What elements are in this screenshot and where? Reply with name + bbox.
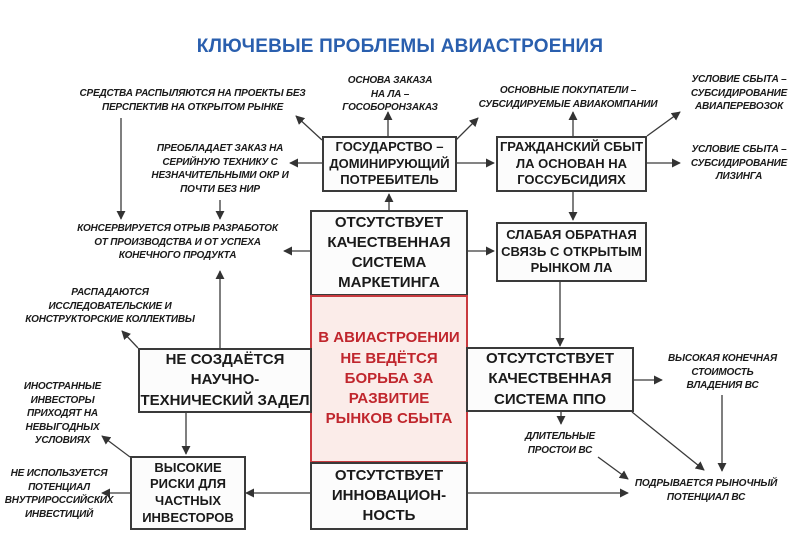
box-no-ppo-system: ОТСУТСТСТВУЕТ КАЧЕСТВЕННАЯ СИСТЕМА ППО [466,347,634,412]
box-civil-sales-subsidies: ГРАЖДАНСКИЙ СБЫТ ЛА ОСНОВАН НА ГОССУБСИД… [496,136,647,192]
note-main-buyers: ОСНОВНЫЕ ПОКУПАТЕЛИ – СУБСИДИРУЕМЫЕ АВИА… [478,85,658,110]
arrow-state-to-funds [295,115,323,141]
arrow-downtime-to-market [597,456,629,480]
arrow-rnd-to-teams [121,330,139,349]
arrow-state-to-buyers [455,117,479,141]
note-domestic-potential: НЕ ИСПОЛЬЗУЕТСЯ ПОТЕНЦИАЛ ВНУТРИРОССИЙСК… [4,468,114,520]
note-order-basis: ОСНОВА ЗАКАЗА НА ЛА – ГОСОБОРОНЗАКАЗ [342,75,438,113]
note-gap-preserved: КОНСЕРВИРУЕТСЯ ОТРЫВ РАЗРАБОТОК ОТ ПРОИЗ… [77,223,278,261]
note-serial-orders: ПРЕОБЛАДАЕТ ЗАКАЗ НА СЕРИЙНУЮ ТЕХНИКУ С … [151,143,289,195]
box-high-investor-risks: ВЫСОКИЕ РИСКИ ДЛЯ ЧАСТНЫХ ИНВЕСТОРОВ [130,456,246,530]
note-teams-collapse: РАСПАДАЮТСЯ ИССЛЕДОВАТЕЛЬСКИЕ И КОНСТРУК… [25,287,195,325]
arrow-civil-to-transport [646,111,681,137]
arrow-risks-to-foreign [101,435,131,458]
note-funds-dispersed: СРЕДСТВА РАСПЫЛЯЮТСЯ НА ПРОЕКТЫ БЕЗ ПЕРС… [79,88,306,113]
note-long-downtime: ДЛИТЕЛЬНЫЕ ПРОСТОИ ВС [524,431,596,456]
box-no-innovation: ОТСУТСТВУЕТ ИННОВАЦИОН- НОСТЬ [310,462,468,530]
note-sales-condition-transport: УСЛОВИЕ СБЫТА – СУБСИДИРОВАНИЕ АВИАПЕРЕВ… [690,74,788,112]
box-state-dominant-consumer: ГОСУДАРСТВО – ДОМИНИРУЮЩИЙ ПОТРЕБИТЕЛЬ [322,136,457,192]
box-core-problem: В АВИАСТРОЕНИИ НЕ ВЕДЁТСЯ БОРЬБА ЗА РАЗВ… [310,295,468,463]
box-weak-market-feedback: СЛАБАЯ ОБРАТНАЯ СВЯЗЬ С ОТКРЫТЫМ РЫНКОМ … [496,222,647,282]
diagram-title: КЛЮЧЕВЫЕ ПРОБЛЕМЫ АВИАСТРОЕНИЯ [196,36,604,57]
note-sales-condition-leasing: УСЛОВИЕ СБЫТА – СУБСИДИРОВАНИЕ ЛИЗИНГА [690,144,788,182]
note-foreign-investors: ИНОСТРАННЫЕ ИНВЕСТОРЫ ПРИХОДЯТ НА НЕВЫГО… [23,381,102,446]
box-no-marketing-system: ОТСУТСТВУЕТ КАЧЕСТВЕННАЯ СИСТЕМА МАРКЕТИ… [310,210,468,296]
arrow-ppo-to-market [631,411,705,471]
note-high-ownership-cost: ВЫСОКАЯ КОНЕЧНАЯ СТОИМОСТЬ ВЛАДЕНИЯ ВС [668,353,777,391]
note-market-potential: ПОДРЫВАЕТСЯ РЫНОЧНЫЙ ПОТЕНЦИАЛ ВС [634,478,778,503]
box-no-rnd-base: НЕ СОЗДАЁТСЯ НАУЧНО- ТЕХНИЧЕСКИЙ ЗАДЕЛ [138,348,312,413]
